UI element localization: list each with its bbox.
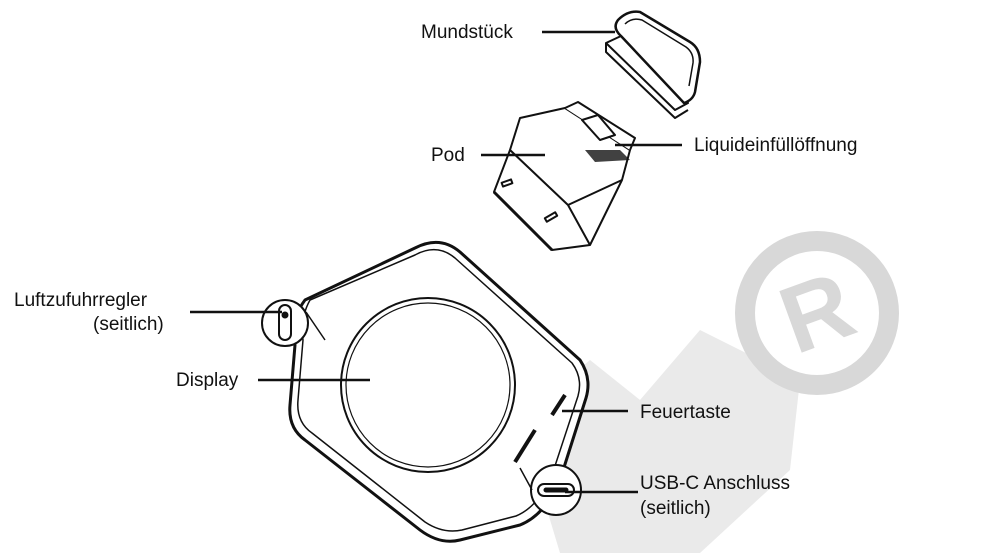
fire-button-slot bbox=[550, 393, 567, 417]
label-fire-button: Feuertaste bbox=[640, 402, 731, 423]
label-display: Display bbox=[176, 370, 239, 391]
label-airflow-1: Luftzufuhrregler bbox=[14, 290, 148, 311]
label-liquid-fill: Liquideinfüllöffnung bbox=[694, 135, 858, 156]
label-mouthpiece: Mundstück bbox=[421, 22, 513, 43]
display-ring bbox=[340, 297, 516, 473]
label-airflow-2: (seitlich) bbox=[93, 314, 164, 335]
label-usbc-2: (seitlich) bbox=[640, 498, 711, 519]
label-usbc-1: USB-C Anschluss bbox=[640, 473, 790, 494]
watermark-letters bbox=[520, 330, 800, 553]
label-pod: Pod bbox=[431, 145, 465, 166]
device-body bbox=[288, 240, 590, 543]
svg-text:R: R bbox=[767, 251, 868, 374]
leader-lines bbox=[190, 30, 682, 494]
mouthpiece-part bbox=[605, 10, 702, 119]
registered-mark-icon bbox=[735, 231, 899, 395]
pod-part bbox=[492, 101, 636, 252]
usb-slot bbox=[513, 428, 537, 464]
